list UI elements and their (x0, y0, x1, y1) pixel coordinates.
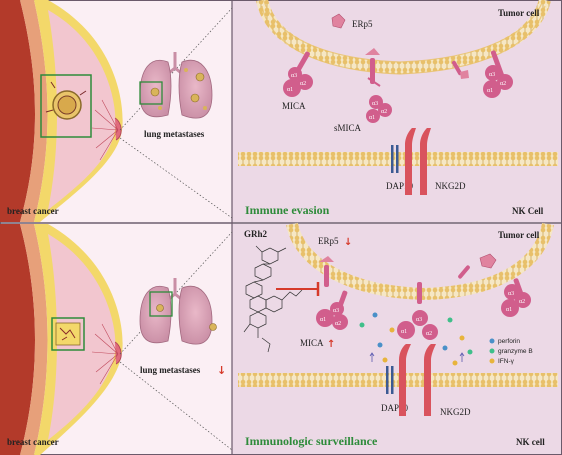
svg-text:α3: α3 (372, 101, 378, 107)
svg-text:α2: α2 (381, 109, 387, 115)
tumor-highlight-box-top (40, 74, 92, 138)
lung-highlight-box-bottom (149, 291, 173, 317)
zoom-line-bottom-2 (119, 361, 233, 451)
breast-label-bottom: breast cancer (7, 437, 59, 447)
svg-text:α2: α2 (519, 299, 525, 305)
grh2-structure (243, 245, 303, 353)
legend-perforin: perforin (498, 338, 520, 345)
lung-label-bottom: lung metastases (140, 365, 201, 375)
mica-membrane-left-top: α1 α2 α3 (283, 51, 313, 97)
svg-text:α3: α3 (416, 317, 422, 323)
mica-membrane-middle-top (365, 48, 381, 87)
svg-text:DAP10: DAP10 (386, 181, 414, 191)
erp5-bottom: ERp5 ↓ (318, 236, 352, 287)
title-immunologic-surveillance: Immunologic surveillance (245, 434, 378, 448)
erp5-down-arrow: ↓ (344, 237, 352, 248)
erp5-free-bottom (458, 253, 497, 279)
panel-bottom-right (232, 224, 562, 455)
svg-text:α2: α2 (500, 81, 506, 87)
breast-illustration-bottom (0, 224, 123, 455)
cytokine-particles (359, 312, 473, 366)
svg-text:α3: α3 (489, 72, 495, 78)
svg-text:NKG2D: NKG2D (435, 181, 466, 191)
lung-down-arrow: ↓ (217, 364, 226, 377)
svg-text:α1: α1 (320, 317, 326, 323)
svg-text:ERp5: ERp5 (318, 236, 339, 246)
erp5-membrane-right-top (452, 60, 469, 79)
nkg2d-bottom: NKG2D (399, 344, 471, 417)
svg-text:α2: α2 (300, 81, 306, 87)
svg-text:α2: α2 (335, 321, 341, 327)
svg-text:ERp5: ERp5 (352, 19, 373, 29)
nk-cell-label-bottom: NK cell (516, 437, 545, 447)
svg-text:DAP10: DAP10 (381, 403, 409, 413)
title-immune-evasion: Immune evasion (245, 203, 330, 217)
nk-membrane-bottom (238, 373, 558, 387)
mica-nkg2d-complex-bottom: α1 α3 α2 (397, 282, 438, 340)
lung-highlight-box-top (139, 81, 163, 105)
compound-label: GRh2 (244, 229, 268, 239)
tumor-cell-label-top: Tumor cell (498, 8, 540, 18)
dap10-top: DAP10 (386, 145, 414, 191)
tumor-highlight-box-bottom (51, 317, 85, 351)
svg-text:α3: α3 (333, 308, 339, 314)
nkg2d-top: NKG2D (405, 128, 466, 195)
breast-label-top: breast cancer (7, 206, 59, 216)
smica-label-top: sMICA (334, 123, 362, 133)
svg-text:α3: α3 (508, 291, 514, 297)
mica-right-bottom: α3 α2 α1 (501, 278, 531, 317)
mica-label-bottom: MICA (300, 338, 324, 348)
svg-text:α2: α2 (426, 331, 432, 337)
lung-label-top: lung metastases (144, 129, 205, 139)
legend-granzyme: granzyme B (498, 348, 533, 355)
svg-text:α1: α1 (287, 87, 293, 93)
dap10-bottom: DAP10 (381, 366, 409, 413)
lungs-bottom (139, 278, 217, 345)
smica-top: α3 α2 α1 sMICA (334, 95, 392, 133)
mica-left-bottom: α1 α2 α3 (316, 290, 348, 330)
erp5-top: ERp5 (331, 13, 373, 29)
svg-text:α1: α1 (369, 115, 375, 121)
nk-cell-label-top: NK Cell (512, 206, 544, 216)
svg-text:NKG2D: NKG2D (440, 407, 471, 417)
mica-membrane-right-top: α3 α2 α1 (483, 50, 513, 98)
svg-text:α3: α3 (291, 73, 297, 79)
mica-up-arrow: ↑ (327, 339, 335, 350)
legend-ifn: IFN-γ (498, 358, 515, 365)
mica-label-top: MICA (282, 101, 306, 111)
tumor-cell-label-bottom: Tumor cell (498, 230, 540, 240)
tumor-membrane-top (256, 0, 551, 75)
lungs-top (139, 52, 213, 119)
tumor-membrane-bottom (286, 222, 554, 301)
svg-text:α1: α1 (401, 329, 407, 335)
svg-text:α1: α1 (487, 88, 493, 94)
legend-bottom: perforin granzyme B IFN-γ (489, 338, 533, 365)
svg-text:α1: α1 (506, 307, 512, 313)
